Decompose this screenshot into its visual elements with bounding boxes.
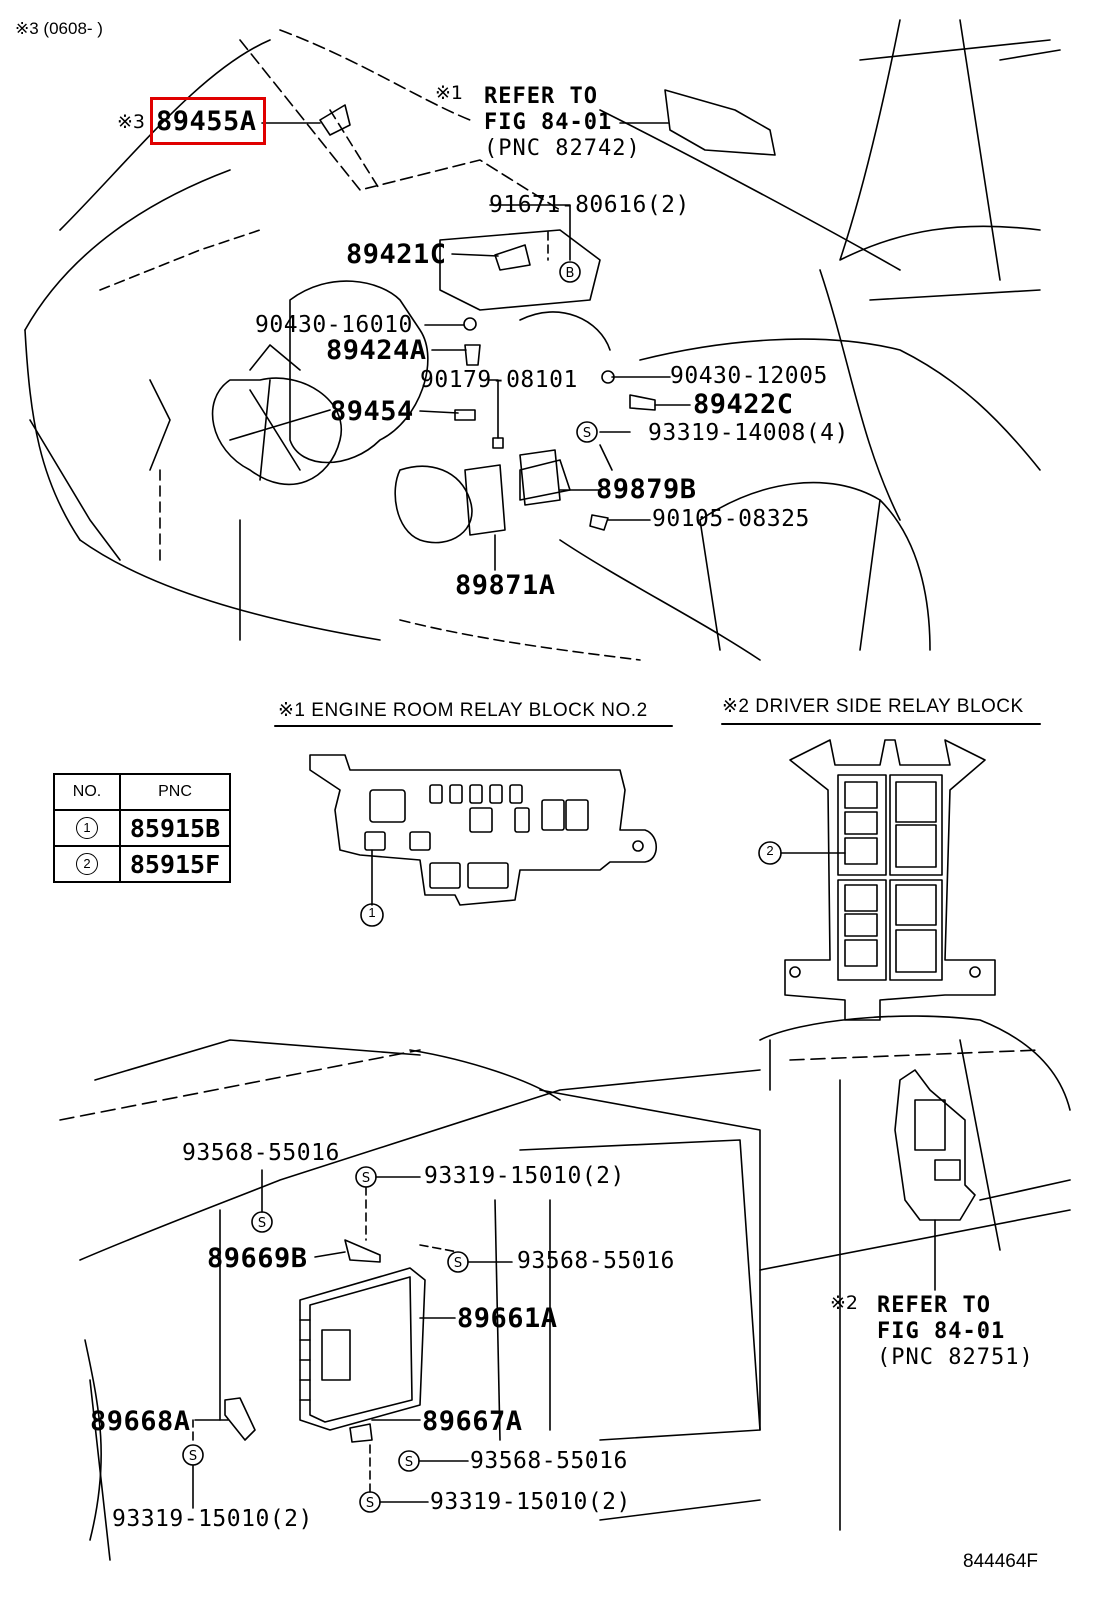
refer-1-line1[interactable]: REFER TO [484, 84, 598, 109]
part-90105-08325[interactable]: 90105-08325 [652, 506, 810, 532]
interior-art [59, 1015, 1071, 1561]
row-number: 2 [76, 853, 98, 875]
refer-2-line1[interactable]: REFER TO [877, 1293, 991, 1318]
part-93319-14008[interactable]: 93319-14008(4) [648, 420, 849, 446]
pnc-table: NO. PNC 1 85915B 2 85915F [53, 773, 231, 883]
table-row: 2 85915F [53, 845, 231, 883]
ref-mark-2: ※2 [830, 1292, 859, 1314]
header-no: NO. [53, 773, 121, 811]
section2-title: ※2 DRIVER SIDE RELAY BLOCK [722, 696, 1024, 717]
bolt-s-marks: S S S S S S S B [189, 266, 591, 1511]
ref-mark-1: ※1 [435, 82, 464, 104]
relay-block-1-art [309, 754, 658, 927]
svg-text:S: S [258, 1216, 266, 1231]
part-89455A[interactable]: 89455A [156, 106, 257, 137]
section1-title: ※1 ENGINE ROOM RELAY BLOCK NO.2 [278, 700, 648, 721]
row-number: 1 [76, 817, 98, 839]
svg-text:S: S [189, 1449, 197, 1464]
pnc-table-header: NO. PNC [53, 773, 231, 811]
part-93319-15010-c[interactable]: 93319-15010(2) [112, 1506, 313, 1532]
part-93568-55016-c[interactable]: 93568-55016 [470, 1448, 628, 1474]
header-pnc: PNC [119, 773, 231, 811]
row-pnc[interactable]: 85915B [119, 809, 231, 847]
part-93568-55016-a[interactable]: 93568-55016 [182, 1140, 340, 1166]
part-90430-12005[interactable]: 90430-12005 [670, 363, 828, 389]
engine-bay-art [24, 19, 1061, 661]
row-pnc[interactable]: 85915F [119, 845, 231, 883]
svg-text:S: S [405, 1455, 413, 1470]
part-89421C[interactable]: 89421C [346, 239, 447, 270]
highlight-box [150, 97, 266, 145]
svg-text:S: S [366, 1496, 374, 1511]
marker-1: 1 [368, 905, 376, 920]
part-90179-08101[interactable]: 90179-08101 [420, 367, 578, 393]
part-89871A[interactable]: 89871A [455, 570, 556, 601]
refer-1-line3: (PNC 82742) [484, 136, 641, 161]
part-89879B[interactable]: 89879B [596, 474, 697, 505]
part-93319-15010-b[interactable]: 93319-15010(2) [430, 1489, 631, 1515]
relay-block-2-art [758, 739, 996, 1021]
part-89669B[interactable]: 89669B [207, 1243, 308, 1274]
part-93319-15010-a[interactable]: 93319-15010(2) [424, 1163, 625, 1189]
row-no-cell: 1 [53, 809, 121, 847]
svg-text:B: B [566, 266, 575, 281]
part-93568-55016-b[interactable]: 93568-55016 [517, 1248, 675, 1274]
figure-code: 844464F [963, 1551, 1039, 1572]
marker-2: 2 [766, 843, 774, 858]
row-no-cell: 2 [53, 845, 121, 883]
part-89667A[interactable]: 89667A [422, 1406, 523, 1437]
refer-1-line2[interactable]: FIG 84-01 [484, 110, 613, 135]
refer-2-line2[interactable]: FIG 84-01 [877, 1319, 1006, 1344]
part-89424A[interactable]: 89424A [326, 335, 427, 366]
part-89454[interactable]: 89454 [330, 396, 414, 427]
part-89668A[interactable]: 89668A [90, 1406, 191, 1437]
part-89422C[interactable]: 89422C [693, 389, 794, 420]
svg-text:S: S [454, 1256, 462, 1271]
part-91671-80616[interactable]: 91671-80616(2) [489, 192, 690, 218]
note-3-range: ※3 (0608- ) [15, 19, 103, 38]
svg-text:S: S [362, 1171, 370, 1186]
svg-text:S: S [583, 426, 591, 441]
refer-2-line3: (PNC 82751) [877, 1345, 1034, 1370]
part-90430-16010[interactable]: 90430-16010 [255, 312, 413, 338]
ref-mark-3: ※3 [117, 111, 146, 133]
part-89661A[interactable]: 89661A [457, 1303, 558, 1334]
table-row: 1 85915B [53, 809, 231, 847]
